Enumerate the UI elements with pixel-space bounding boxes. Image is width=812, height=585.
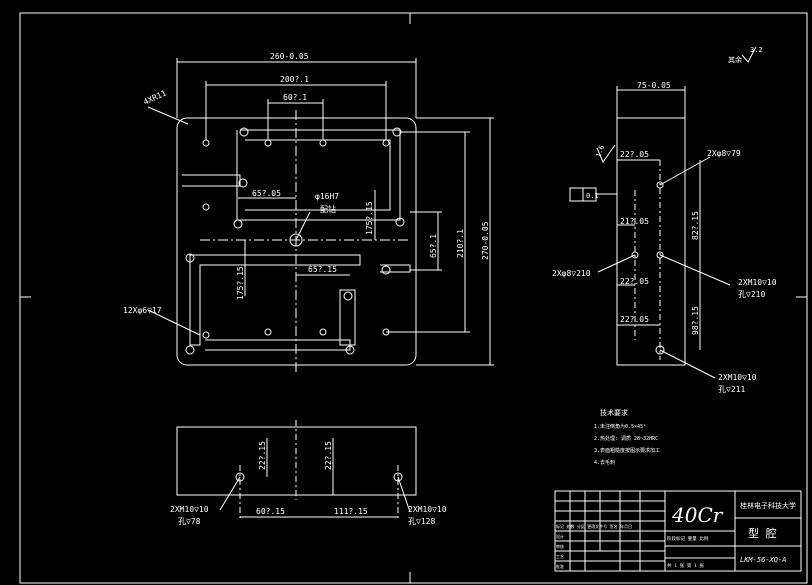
front-view [176, 420, 417, 520]
tech-req-item: 2.热处理: 调质 28~32HRC [594, 435, 658, 442]
dim-98: 98?.15 [691, 306, 700, 335]
dim-corner-radius: 4XR11 [142, 88, 168, 106]
dim-side-width: 75-0.05 [637, 81, 671, 90]
roughness-value: 3.2 [750, 46, 763, 54]
part-name: 型 腔 [748, 526, 777, 540]
side-holes-c2: 孔▽210 [738, 290, 765, 299]
dim-21: 21?.05 [620, 217, 649, 226]
tech-req-item: 3.表面粗糙度按图示要求加工 [594, 447, 660, 454]
dim-22-2: 22?.05 [620, 277, 649, 286]
title-small-row: 设计 [556, 533, 564, 539]
front-right-holes-1: 2XM10▽10 [408, 505, 447, 514]
tech-req-item: 1.未注倒角为0.5×45° [594, 423, 646, 430]
front-right-holes-2: 孔▽128 [408, 517, 435, 526]
dim-65-top: 65?.05 [252, 189, 281, 198]
dim-175-left: 175?.15 [236, 266, 245, 300]
dim-front-22-a: 22?.15 [258, 441, 267, 470]
title-small-row: 标记 处数 分区 更改文件号 签名 年月日 [556, 523, 632, 529]
side-holes-d2: 孔▽211 [718, 385, 745, 394]
dim-65-vertical: 65?.1 [429, 234, 438, 258]
side-holes-d1: 2XM10▽10 [718, 373, 757, 382]
dim-width-mid: 200?.1 [280, 75, 309, 84]
side-roughness: 1.6 [594, 144, 606, 159]
dim-width-outer: 260-0.05 [270, 52, 309, 61]
dim-210: 210?.1 [456, 229, 465, 258]
title-small-row: 工艺 [556, 554, 564, 559]
side-holes-a: 2Xφ8▽79 [707, 149, 741, 158]
title-small-row: 审核 [556, 543, 564, 549]
tech-req-item: 4.去毛刺 [594, 459, 615, 466]
side-holes-c1: 2XM10▽10 [738, 278, 777, 287]
dim-22-3: 22?.05 [620, 315, 649, 324]
dim-height-outer: 270-0.05 [481, 221, 490, 260]
dim-holes: 12Xφ6▽17 [123, 306, 162, 315]
dim-front-111: 111?.15 [334, 507, 368, 516]
title-small-row: 批准 [556, 563, 564, 569]
roughness-mark: 其余 3.2 [728, 46, 763, 64]
dim-65-bottom: 65?.15 [308, 265, 337, 274]
flatness-value: 0.1 [586, 192, 599, 200]
dim-bore-note: 配钻 [320, 204, 336, 214]
side-view [569, 86, 731, 379]
side-holes-b: 2Xφ8▽210 [552, 269, 591, 278]
dim-front-22-b: 22?.15 [324, 441, 333, 470]
material-label: 40Cr [671, 503, 724, 527]
technical-requirements: 技术要求 1.未注倒角为0.5×45° 2.热处理: 调质 28~32HRC 3… [594, 408, 660, 466]
scale-label: 阶段标记 重量 比例 [667, 535, 709, 542]
dim-bore: φ16H7 [315, 192, 339, 201]
dim-22-1: 22?.05 [620, 150, 649, 159]
drawing-number: LKM-56-XQ-A [740, 556, 786, 564]
dim-82: 82?.15 [691, 211, 700, 240]
dim-front-60: 60?.15 [256, 507, 285, 516]
dim-width-inner: 60?.1 [283, 93, 307, 102]
school-name: 桂林电子科技大学 [740, 501, 796, 510]
title-block [554, 490, 802, 572]
tech-req-heading: 技术要求 [600, 408, 628, 417]
front-left-holes-1: 2XM10▽10 [170, 505, 209, 514]
dim-175-top: 175?.15 [365, 201, 374, 235]
sheet-label: 共 1 张 第 1 张 [667, 562, 704, 569]
plan-view [147, 58, 494, 375]
front-left-holes-2: 孔▽78 [178, 517, 201, 526]
sheet-border [19, 12, 808, 584]
roughness-symbol: 其余 [728, 55, 742, 64]
side-outline [616, 117, 686, 366]
